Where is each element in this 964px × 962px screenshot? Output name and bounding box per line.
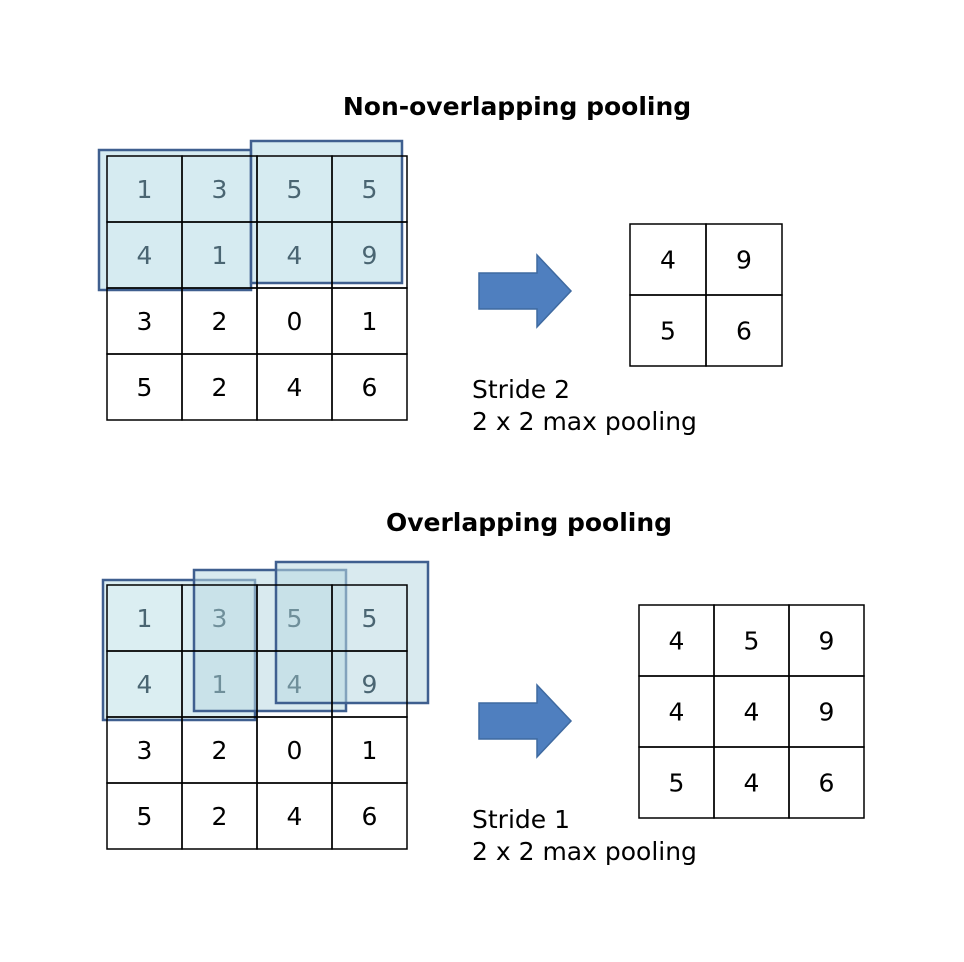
pool-window-1: [97, 148, 253, 292]
cell-value: 1: [137, 604, 153, 633]
grid-cell: [331, 782, 408, 850]
cell-value: 1: [137, 175, 153, 204]
cell-value: 5: [362, 175, 378, 204]
cell-value: 6: [362, 373, 378, 402]
overlapping-section: Overlapping pooling 1 3 5 5 4 1 4 9 3 2 0 1 5 2 4 6 4 5 9…: [101, 508, 865, 866]
cell-value: 4: [669, 627, 685, 656]
cell-value: 4: [137, 670, 153, 699]
cell-value: 1: [362, 736, 378, 765]
cell-value: 6: [819, 769, 835, 798]
cell-value: 3: [212, 604, 228, 633]
grid-cell: [788, 746, 865, 819]
non-overlapping-section: Non-overlapping pooling 1 3 5 5 4 1 4 9 3 2 0 1 5 2 4 6…: [97, 92, 783, 436]
cell-value: 5: [287, 175, 303, 204]
cell-value: 2: [212, 373, 228, 402]
cell-value: 5: [287, 604, 303, 633]
cell-value: 5: [362, 604, 378, 633]
grid-cell: [331, 353, 408, 421]
top-output-grid: 4 9 5 6: [629, 223, 783, 367]
top-stride-caption: Stride 2: [472, 375, 570, 404]
cell-value: 1: [212, 670, 228, 699]
non-overlapping-title: Non-overlapping pooling: [343, 92, 691, 121]
cell-value: 5: [660, 317, 676, 346]
cell-value: 6: [362, 802, 378, 831]
cell-value: 4: [287, 241, 303, 270]
cell-value: 1: [362, 307, 378, 336]
pool-window-2: [249, 139, 404, 285]
cell-value: 9: [819, 698, 835, 727]
cell-value: 9: [362, 241, 378, 270]
overlapping-title: Overlapping pooling: [386, 508, 672, 537]
cell-value: 4: [287, 373, 303, 402]
cell-value: 2: [212, 736, 228, 765]
cell-value: 2: [212, 307, 228, 336]
top-input-grid: 1 3 5 5 4 1 4 9 3 2 0 1 5 2 4 6: [106, 155, 408, 421]
cell-value: 4: [744, 769, 760, 798]
bottom-input-grid: 1 3 5 5 4 1 4 9 3 2 0 1 5 2 4 6: [106, 584, 408, 850]
bottom-stride-caption: Stride 1: [472, 805, 570, 834]
top-pooling-caption: 2 x 2 max pooling: [472, 407, 697, 436]
bottom-output-grid: 4 5 9 4 4 9 5 4 6: [638, 604, 865, 819]
cell-value: 3: [137, 307, 153, 336]
cell-value: 3: [137, 736, 153, 765]
cell-value: 5: [744, 627, 760, 656]
cell-value: 4: [287, 802, 303, 831]
cell-value: 5: [137, 802, 153, 831]
cell-value: 2: [212, 802, 228, 831]
cell-value: 5: [669, 769, 685, 798]
cell-value: 0: [287, 307, 303, 336]
cell-value: 0: [287, 736, 303, 765]
cell-value: 4: [660, 246, 676, 275]
cell-value: 3: [212, 175, 228, 204]
right-arrow-icon: [478, 683, 573, 759]
cell-value: 9: [819, 627, 835, 656]
cell-value: 1: [212, 241, 228, 270]
right-arrow-icon: [478, 253, 573, 329]
grid-cell: [705, 294, 783, 367]
cell-value: 4: [669, 698, 685, 727]
cell-value: 9: [362, 670, 378, 699]
bottom-pooling-caption: 2 x 2 max pooling: [472, 837, 697, 866]
cell-value: 4: [744, 698, 760, 727]
cell-value: 5: [137, 373, 153, 402]
cell-value: 4: [287, 670, 303, 699]
cell-value: 9: [736, 246, 752, 275]
cell-value: 4: [137, 241, 153, 270]
cell-value: 6: [736, 317, 752, 346]
